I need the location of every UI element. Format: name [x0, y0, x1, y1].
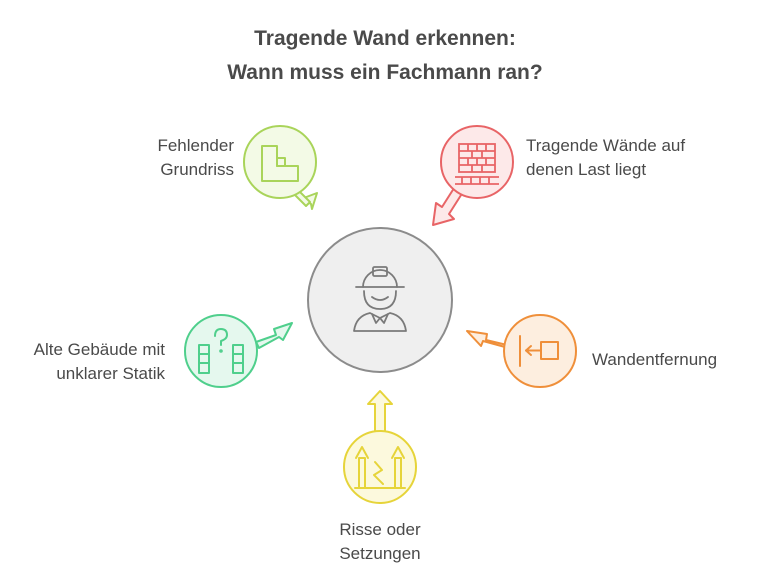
label-fehlender-grundriss: Fehlender Grundriss [140, 134, 234, 182]
label-line: Setzungen [339, 544, 421, 563]
node-risse-setzungen [343, 390, 417, 504]
label-alte-gebaeude: Alte Gebäude mit unklarer Statik [10, 338, 165, 386]
label-line: Risse oder [339, 520, 421, 539]
node-tragende-waende [432, 125, 514, 226]
unclear-building-icon [198, 328, 244, 374]
node-alte-gebaeude [184, 314, 293, 388]
construction-worker-icon [353, 266, 407, 332]
node-fehlender-grundriss [243, 125, 318, 210]
label-tragende-waende: Tragende Wände auf denen Last liegt [526, 134, 685, 182]
label-wandentfernung: Wandentfernung [592, 348, 717, 372]
wall-removal-icon [519, 335, 559, 367]
label-line: Grundriss [160, 160, 234, 179]
title-line-2: Wann muss ein Fachmann ran? [227, 61, 543, 84]
label-line: denen Last liegt [526, 160, 647, 179]
cracked-wall-icon [354, 446, 406, 489]
label-line: Wandentfernung [592, 350, 718, 369]
floor-plan-icon [261, 145, 299, 182]
brick-wall-icon [455, 143, 499, 185]
label-risse-setzungen: Risse oder Setzungen [320, 518, 440, 566]
label-line: Tragende Wände auf [526, 136, 686, 155]
node-wandentfernung [466, 314, 577, 388]
title-line-1: Tragende Wand erkennen: [254, 27, 516, 50]
label-line: unklarer Statik [56, 364, 165, 383]
center-hub [307, 227, 453, 373]
label-line: Alte Gebäude mit [33, 340, 165, 359]
label-line: Fehlender [157, 136, 234, 155]
